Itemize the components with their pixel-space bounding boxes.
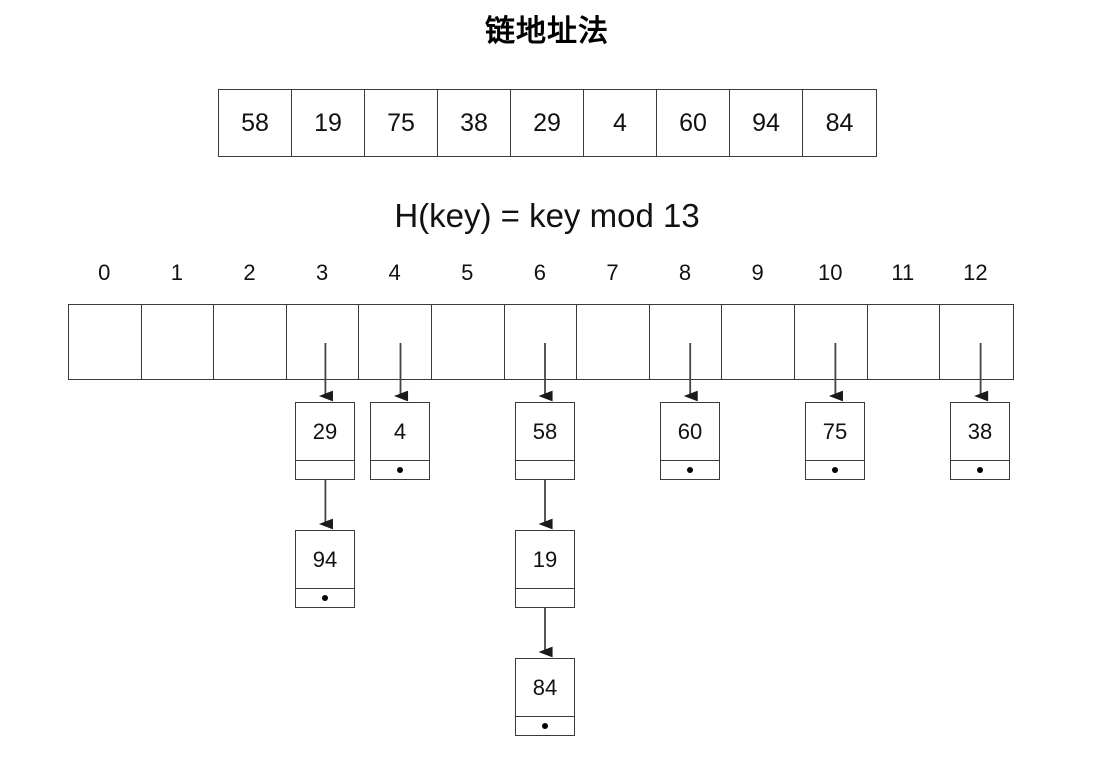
- bucket-index-label: 1: [170, 260, 184, 285]
- node-next-pointer: [516, 461, 574, 479]
- bucket-index-label: 2: [243, 260, 256, 285]
- chain-node-4: 4: [370, 402, 430, 480]
- keys-cell: 29: [511, 90, 584, 156]
- node-value: 4: [371, 403, 429, 461]
- keys-cell: 4: [584, 90, 657, 156]
- bucket-index-labels: 0 1 2 3 4 5 6 7 8 9 10 11 12: [68, 260, 1012, 286]
- bucket-cell-9: [722, 305, 795, 379]
- bucket-cell-12: [940, 305, 1013, 379]
- node-null-pointer: [951, 461, 1009, 479]
- node-null-pointer: [516, 717, 574, 735]
- node-value: 29: [296, 403, 354, 461]
- bucket-cell-10: [795, 305, 868, 379]
- chain-node-84: 84: [515, 658, 575, 736]
- node-value: 94: [296, 531, 354, 589]
- node-null-pointer: [371, 461, 429, 479]
- bucket-cell-4: [359, 305, 432, 379]
- node-value: 38: [951, 403, 1009, 461]
- node-null-pointer: [806, 461, 864, 479]
- keys-cell: 94: [730, 90, 803, 156]
- chain-node-19: 19: [515, 530, 575, 608]
- node-null-pointer: [296, 589, 354, 607]
- bucket-index-label: 5: [461, 260, 474, 285]
- bucket-index-label: 12: [963, 260, 988, 285]
- bucket-index-label: 9: [751, 260, 764, 285]
- bucket-cell-5: [432, 305, 505, 379]
- node-value: 19: [516, 531, 574, 589]
- chain-node-75: 75: [805, 402, 865, 480]
- keys-cell: 19: [292, 90, 365, 156]
- node-value: 75: [806, 403, 864, 461]
- keys-cell: 38: [438, 90, 511, 156]
- chain-node-38: 38: [950, 402, 1010, 480]
- chain-node-58: 58: [515, 402, 575, 480]
- chain-node-60: 60: [660, 402, 720, 480]
- keys-cell: 75: [365, 90, 438, 156]
- node-value: 58: [516, 403, 574, 461]
- node-value: 60: [661, 403, 719, 461]
- keys-cell: 60: [657, 90, 730, 156]
- hash-function-label: H(key) = key mod 13: [394, 197, 700, 234]
- node-next-pointer: [516, 589, 574, 607]
- bucket-index-label: 0: [98, 260, 111, 285]
- bucket-index-label: 11: [891, 260, 915, 285]
- page-title: 链地址法: [485, 15, 609, 48]
- bucket-cell-2: [214, 305, 287, 379]
- bucket-cell-11: [868, 305, 941, 379]
- hash-bucket-array: [68, 304, 1014, 380]
- node-null-pointer: [661, 461, 719, 479]
- keys-array: 58 19 75 38 29 4 60 94 84: [218, 89, 877, 157]
- bucket-index-label: 10: [817, 260, 843, 285]
- bucket-cell-8: [650, 305, 723, 379]
- bucket-cell-6: [505, 305, 578, 379]
- keys-cell: 84: [825, 108, 854, 137]
- node-next-pointer: [296, 461, 354, 479]
- bucket-index-label: 6: [533, 260, 546, 285]
- bucket-index-label: 4: [388, 260, 401, 285]
- bucket-index-label: 7: [606, 260, 619, 285]
- keys-cell: 58: [219, 90, 292, 156]
- bucket-cell-0: [69, 305, 142, 379]
- bucket-index-label: 3: [315, 260, 329, 285]
- chain-node-94: 94: [295, 530, 355, 608]
- bucket-cell-7: [577, 305, 650, 379]
- node-value: 84: [516, 659, 574, 717]
- chain-node-29: 29: [295, 402, 355, 480]
- bucket-cell-1: [142, 305, 215, 379]
- bucket-index-label: 8: [678, 260, 692, 285]
- bucket-cell-3: [287, 305, 360, 379]
